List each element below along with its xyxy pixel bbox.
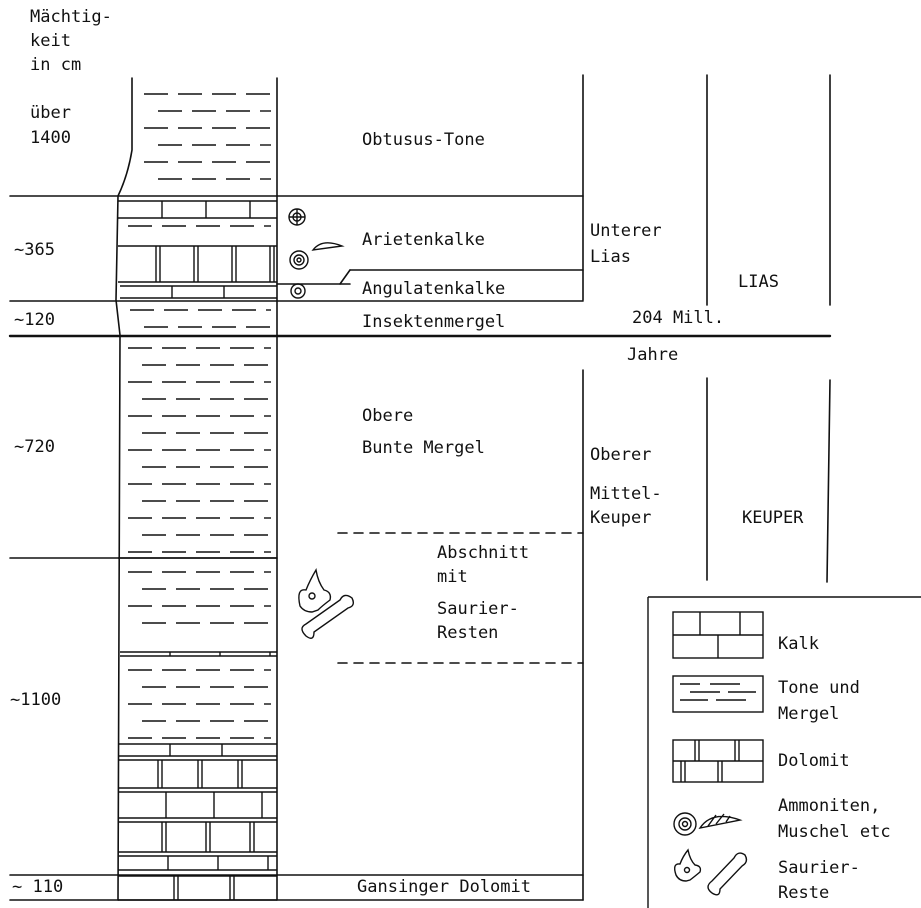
- saurier-abschnitt-line2: mit: [437, 567, 468, 587]
- thickness-header-line3: in cm: [30, 55, 81, 75]
- legend-ammonite-icon: [674, 813, 696, 835]
- ammonite-icon: [289, 209, 305, 225]
- legend-tone-swatch: [673, 676, 763, 712]
- legend-ammoniten-label-2: Muschel etc: [778, 822, 891, 843]
- legend-saurier-label-1: Saurier-: [778, 858, 860, 879]
- thickness-1400: 1400: [30, 128, 71, 148]
- system-keuper: KEUPER: [742, 508, 803, 528]
- unit-insektenmergel: Insektenmergel: [362, 312, 505, 332]
- legend-dolomit-label: Dolomit: [778, 751, 850, 772]
- legend-bone-icon: [708, 853, 746, 895]
- thickness-ueber: über: [30, 103, 71, 123]
- unit-obtusus-tone: Obtusus-Tone: [362, 130, 485, 150]
- legend-dolomit-swatch: [673, 740, 763, 782]
- legend-kalk-swatch: [673, 612, 763, 658]
- age-boundary: 204 Mill.: [632, 308, 724, 328]
- stage-mittel: Mittel-: [590, 484, 662, 504]
- thickness-1100: ~1100: [10, 690, 61, 710]
- unit-obere: Obere: [362, 406, 413, 426]
- thickness-header-line1: Mächtig-: [30, 7, 112, 27]
- saurier-abschnitt-line3: Saurier-: [437, 599, 519, 619]
- thickness-365: ~365: [14, 240, 55, 260]
- legend-vertebra-icon: [675, 850, 701, 881]
- thickness-720: ~720: [14, 437, 55, 457]
- thickness-110: ~ 110: [12, 877, 63, 897]
- saurier-abschnitt-line1: Abschnitt: [437, 543, 529, 563]
- ammonite-icon: [290, 251, 308, 269]
- thickness-header-line2: keit: [30, 31, 71, 51]
- legend-tone-label-1: Tone und: [778, 678, 860, 699]
- stage-lias: Lias: [590, 247, 631, 267]
- ammonite-icon: [291, 284, 305, 298]
- right-divider-lower: [827, 380, 830, 582]
- stage-oberer: Oberer: [590, 445, 651, 465]
- thickness-120: ~120: [14, 310, 55, 330]
- legend-saurier-label-2: Reste: [778, 883, 829, 904]
- unit-gansinger-dolomit: Gansinger Dolomit: [357, 877, 531, 897]
- legend-shell-icon: [700, 814, 740, 828]
- stage-keuper: Keuper: [590, 508, 651, 528]
- legend-ammoniten-label-1: Ammoniten,: [778, 796, 880, 817]
- unit-bunte-mergel: Bunte Mergel: [362, 438, 485, 458]
- unit-arietenkalke: Arietenkalke: [362, 230, 485, 250]
- shell-icon: [313, 243, 342, 250]
- age-unit: Jahre: [627, 345, 678, 365]
- stage-unterer: Unterer: [590, 221, 662, 241]
- vertebra-icon: [299, 570, 331, 612]
- saurier-abschnitt-line4: Resten: [437, 623, 498, 643]
- legend-tone-label-2: Mergel: [778, 704, 839, 725]
- unit-angulatenkalke: Angulatenkalke: [362, 279, 505, 299]
- legend-kalk-label: Kalk: [778, 634, 819, 655]
- system-lias: LIAS: [738, 272, 779, 292]
